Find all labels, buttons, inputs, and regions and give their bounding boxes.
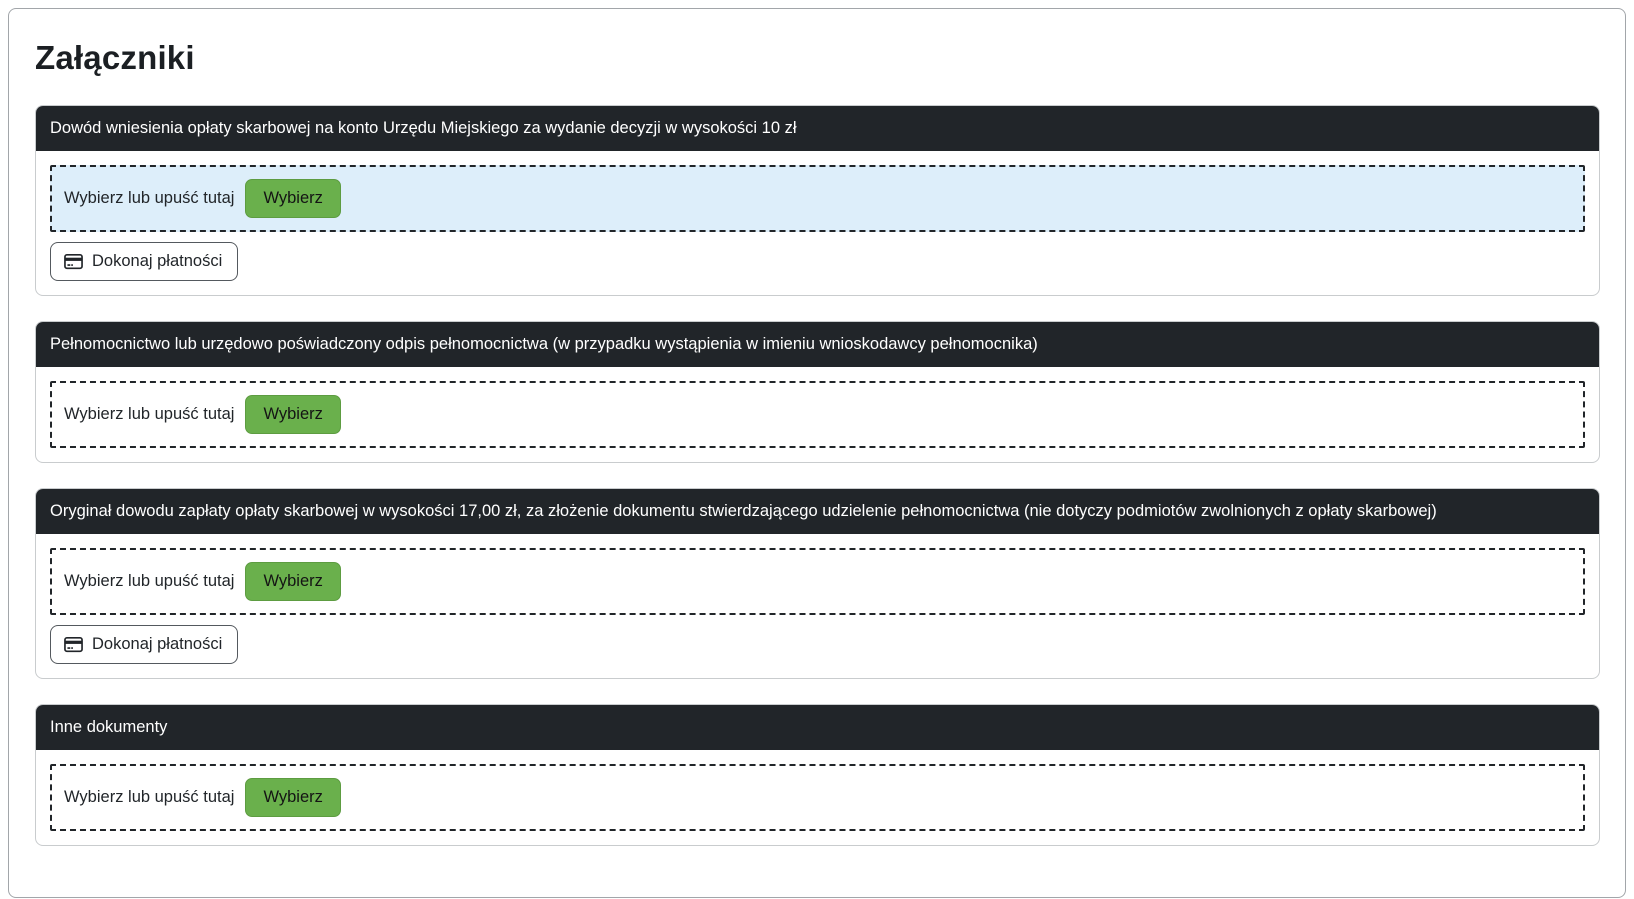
attachment-card-header: Dowód wniesienia opłaty skarbowej na kon… xyxy=(36,106,1599,151)
dropzone-label: Wybierz lub upuść tutaj xyxy=(64,788,235,806)
attachment-card-body: Wybierz lub upuść tutaj Wybierz Dokonaj … xyxy=(36,151,1599,295)
attachment-card: Dowód wniesienia opłaty skarbowej na kon… xyxy=(35,105,1600,296)
credit-card-icon xyxy=(64,635,83,654)
credit-card-icon xyxy=(64,252,83,271)
attachment-card-title: Oryginał dowodu zapłaty opłaty skarbowej… xyxy=(50,502,1437,520)
attachment-card-title: Inne dokumenty xyxy=(50,718,168,736)
attachment-card-title: Dowód wniesienia opłaty skarbowej na kon… xyxy=(50,119,797,137)
choose-file-button[interactable]: Wybierz xyxy=(245,562,341,601)
file-dropzone[interactable]: Wybierz lub upuść tutaj Wybierz xyxy=(50,165,1585,232)
make-payment-label: Dokonaj płatności xyxy=(92,635,223,653)
page-title: Załączniki xyxy=(35,39,195,76)
choose-file-button[interactable]: Wybierz xyxy=(245,778,341,817)
dropzone-label: Wybierz lub upuść tutaj xyxy=(64,572,235,590)
attachment-card-body: Wybierz lub upuść tutaj Wybierz xyxy=(36,367,1599,462)
attachment-card-body: Wybierz lub upuść tutaj Wybierz Dokonaj … xyxy=(36,534,1599,678)
attachment-card: Pełnomocnictwo lub urzędowo poświadczony… xyxy=(35,321,1600,463)
choose-file-button[interactable]: Wybierz xyxy=(245,395,341,434)
attachment-card-title: Pełnomocnictwo lub urzędowo poświadczony… xyxy=(50,335,1038,353)
attachment-card-header: Inne dokumenty xyxy=(36,705,1599,750)
attachment-card-body: Wybierz lub upuść tutaj Wybierz xyxy=(36,750,1599,845)
make-payment-button[interactable]: Dokonaj płatności xyxy=(50,625,239,664)
make-payment-label: Dokonaj płatności xyxy=(92,252,223,270)
attachment-card: Inne dokumenty Wybierz lub upuść tutaj W… xyxy=(35,704,1600,846)
attachment-card-header: Pełnomocnictwo lub urzędowo poświadczony… xyxy=(36,322,1599,367)
file-dropzone[interactable]: Wybierz lub upuść tutaj Wybierz xyxy=(50,381,1585,448)
dropzone-label: Wybierz lub upuść tutaj xyxy=(64,405,235,423)
choose-file-button[interactable]: Wybierz xyxy=(245,179,341,218)
attachment-sections: Dowód wniesienia opłaty skarbowej na kon… xyxy=(35,105,1600,846)
dropzone-label: Wybierz lub upuść tutaj xyxy=(64,189,235,207)
attachment-card: Oryginał dowodu zapłaty opłaty skarbowej… xyxy=(35,488,1600,679)
attachment-card-header: Oryginał dowodu zapłaty opłaty skarbowej… xyxy=(36,489,1599,534)
file-dropzone[interactable]: Wybierz lub upuść tutaj Wybierz xyxy=(50,764,1585,831)
file-dropzone[interactable]: Wybierz lub upuść tutaj Wybierz xyxy=(50,548,1585,615)
attachments-panel: Załączniki Dowód wniesienia opłaty skarb… xyxy=(8,8,1626,898)
make-payment-button[interactable]: Dokonaj płatności xyxy=(50,242,239,281)
